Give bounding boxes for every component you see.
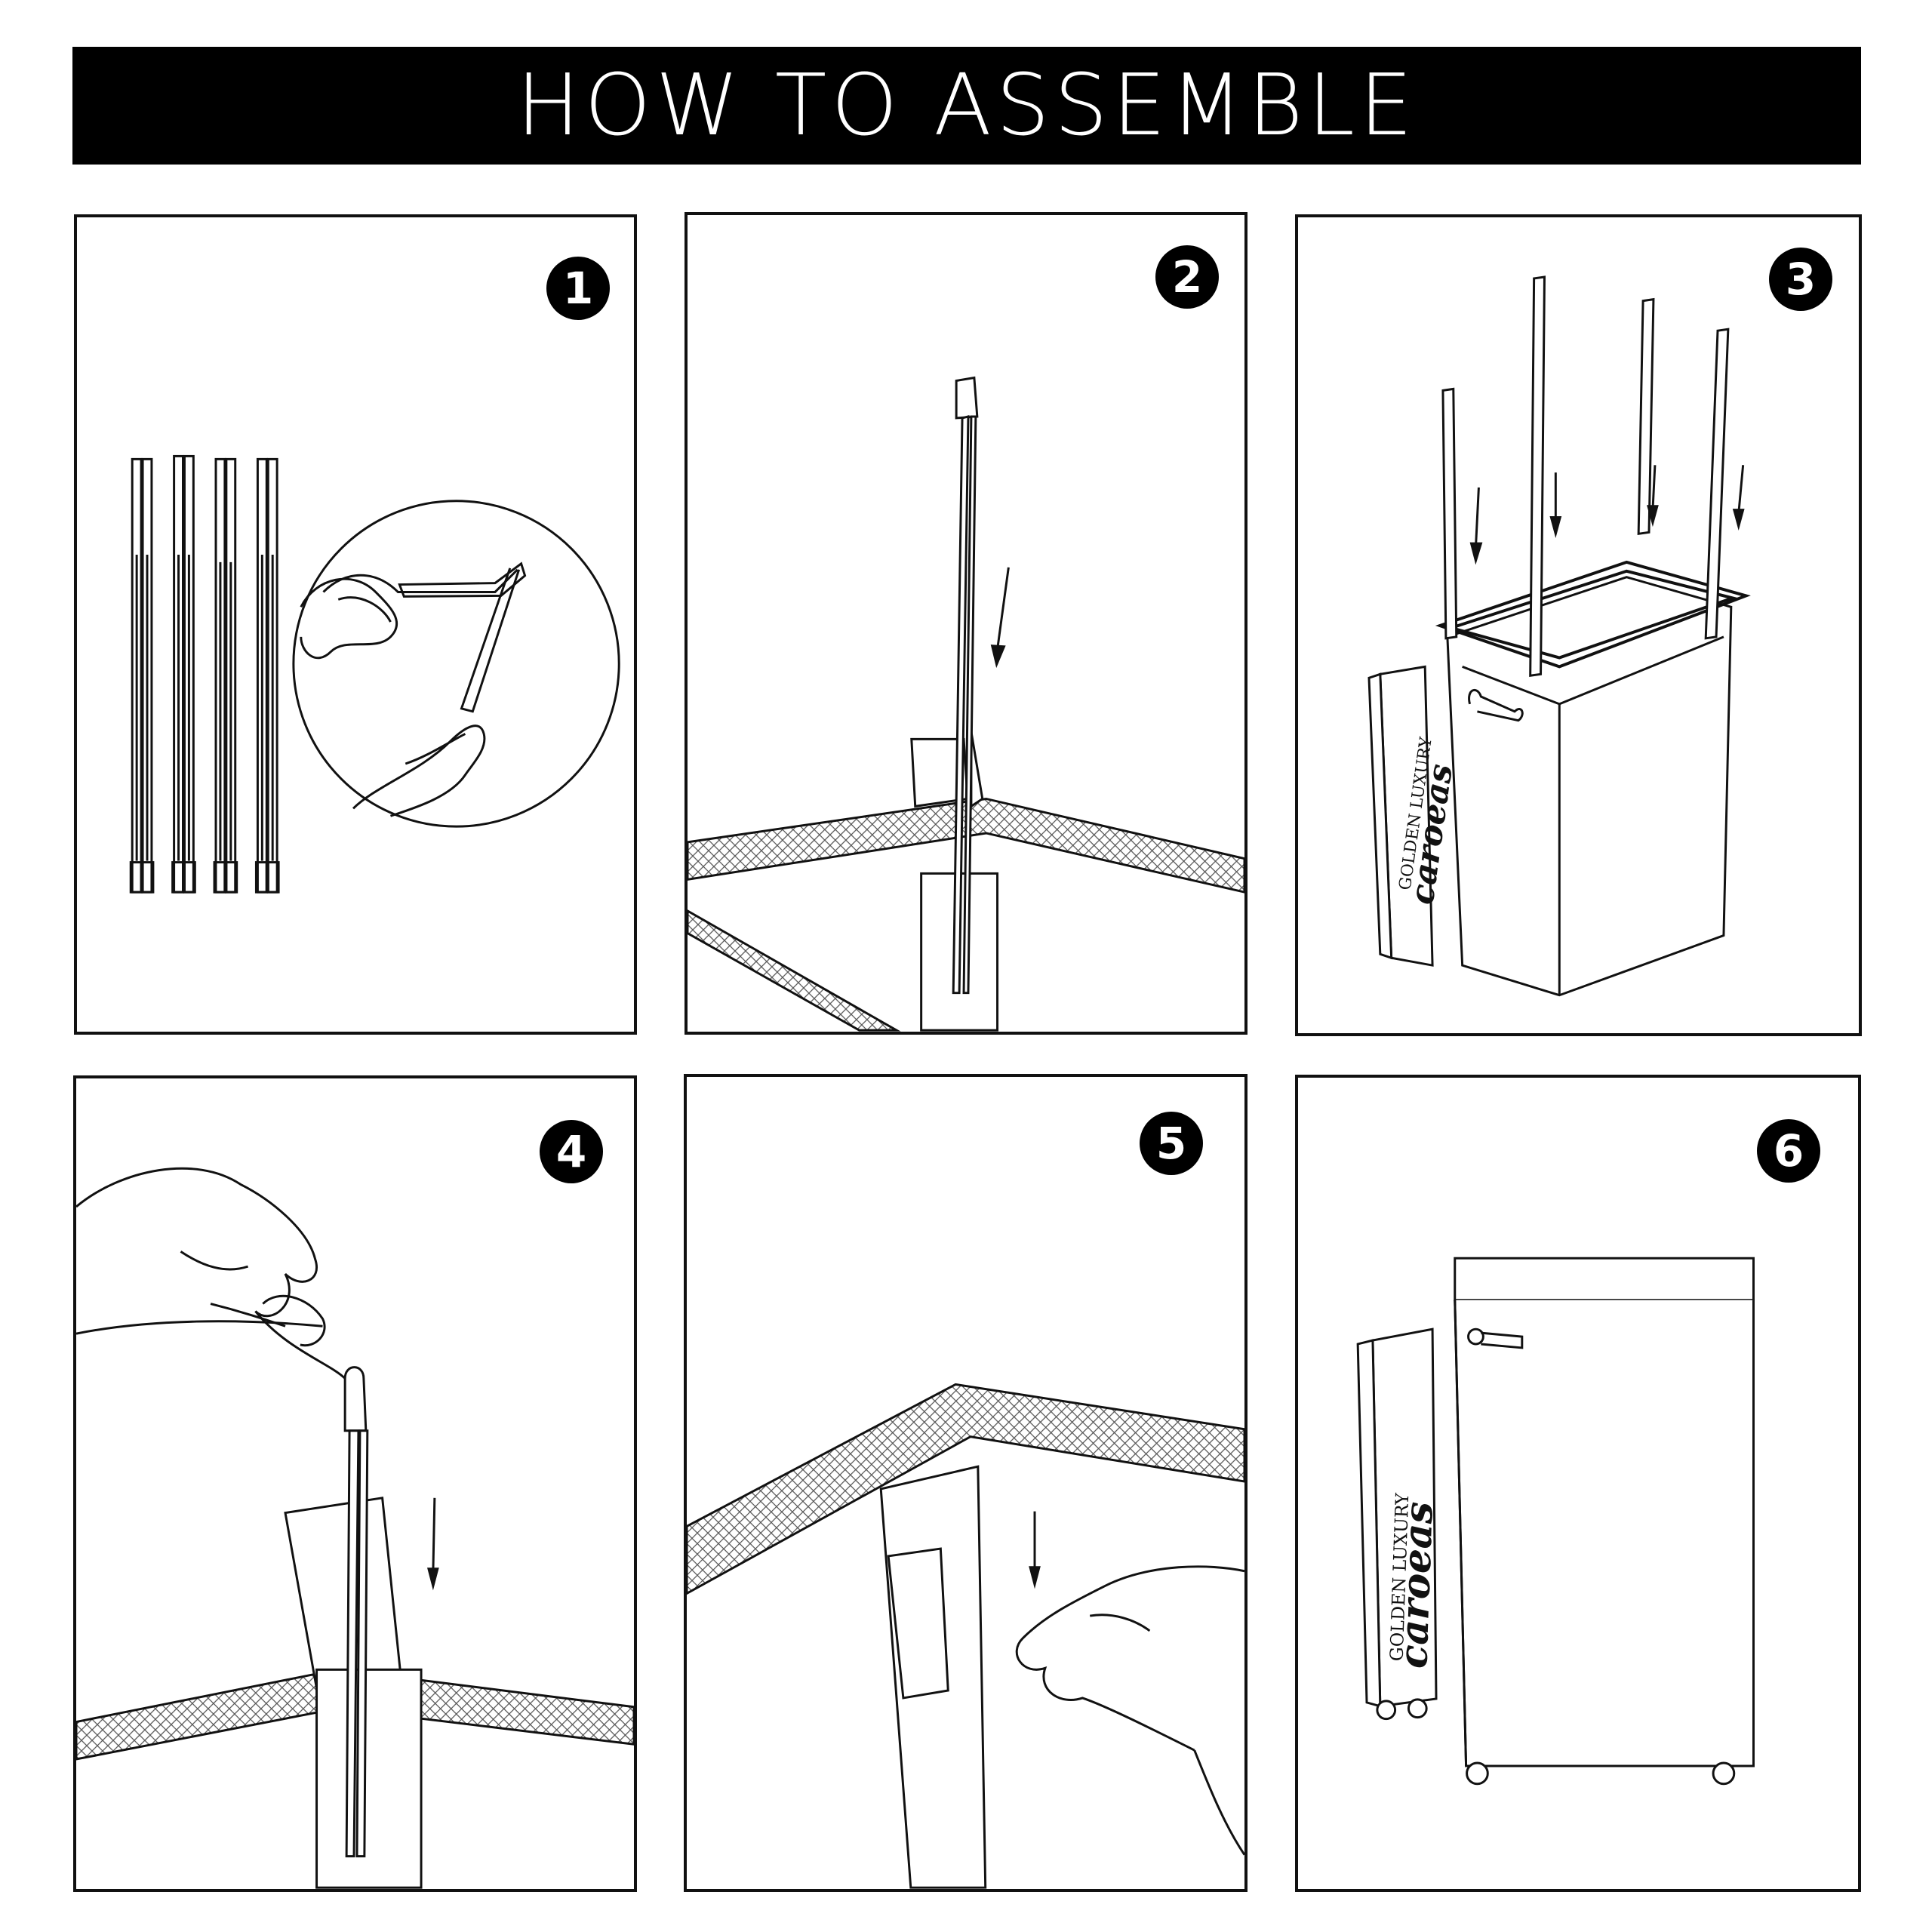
step-5-illustration bbox=[687, 1383, 1244, 1889]
sleeve bbox=[879, 1465, 987, 1889]
folded-poles bbox=[129, 454, 280, 894]
mesh-band bbox=[687, 1383, 1244, 1595]
corner-sleeve bbox=[910, 731, 999, 1032]
step-6-illustration: GOLDEN LUXURY caroeas bbox=[1356, 1257, 1755, 1786]
poles bbox=[1441, 275, 1730, 677]
handle bbox=[1467, 1327, 1524, 1349]
step-1-panel: 1 bbox=[74, 214, 637, 1035]
hamper-body bbox=[1454, 1257, 1755, 1786]
pole-bundle-2 bbox=[171, 454, 196, 894]
step-3-badge: 3 bbox=[1769, 248, 1832, 311]
step-2-illustration bbox=[688, 376, 1244, 1032]
pole bbox=[952, 376, 979, 995]
handle bbox=[1468, 688, 1524, 722]
step-1-badge: 1 bbox=[546, 257, 610, 320]
hand bbox=[1015, 1565, 1244, 1856]
down-arrow bbox=[427, 1497, 439, 1591]
unfold-detail-circle bbox=[292, 500, 620, 828]
pole-bundle-4 bbox=[254, 457, 280, 894]
step-4-badge: 4 bbox=[540, 1120, 603, 1183]
step-4-illustration bbox=[76, 1167, 634, 1889]
sleeve bbox=[284, 1497, 423, 1889]
pole-3 bbox=[1637, 297, 1655, 536]
hamper-body bbox=[1446, 576, 1733, 997]
pole bbox=[343, 1366, 369, 1858]
step-3-panel: 3 GOLDEN LUXURY caroeas bbox=[1295, 214, 1862, 1036]
pole-bundle-1 bbox=[129, 457, 155, 894]
step-3-illustration: GOLDEN LUXURY caroeas bbox=[1367, 275, 1751, 997]
down-arrows bbox=[1469, 465, 1745, 565]
step-2-panel: 2 bbox=[685, 212, 1247, 1035]
step-6-panel: 6 GOLDEN LUXURY caroeas bbox=[1295, 1075, 1861, 1892]
title-bar: HOW TO ASSEMBLE bbox=[72, 47, 1861, 165]
step-5-badge: 5 bbox=[1140, 1112, 1203, 1175]
step-2-badge: 2 bbox=[1155, 245, 1219, 309]
down-arrow bbox=[1029, 1511, 1041, 1589]
hand bbox=[76, 1167, 346, 1380]
down-arrow bbox=[990, 567, 1010, 669]
pole-1 bbox=[1441, 387, 1458, 640]
step-5-panel: 5 bbox=[684, 1074, 1247, 1892]
step-6-badge: 6 bbox=[1757, 1119, 1820, 1183]
side-pocket-brand: GOLDEN LUXURY caroeas bbox=[1386, 1492, 1442, 1669]
step-4-panel: 4 bbox=[73, 1075, 637, 1892]
step-1-illustration bbox=[129, 454, 620, 894]
side-pocket bbox=[1356, 1327, 1438, 1721]
brand-line2: caroeas bbox=[1391, 1501, 1442, 1669]
top-frame bbox=[1435, 560, 1751, 669]
side-pocket bbox=[1367, 665, 1434, 967]
side-pocket-brand: GOLDEN LUXURY caroeas bbox=[1396, 736, 1460, 907]
pole-2 bbox=[1529, 275, 1546, 677]
page-title: HOW TO ASSEMBLE bbox=[516, 57, 1417, 155]
pole-bundle-3 bbox=[213, 457, 238, 894]
pole-4 bbox=[1704, 328, 1730, 640]
mesh-band bbox=[688, 797, 1244, 1032]
